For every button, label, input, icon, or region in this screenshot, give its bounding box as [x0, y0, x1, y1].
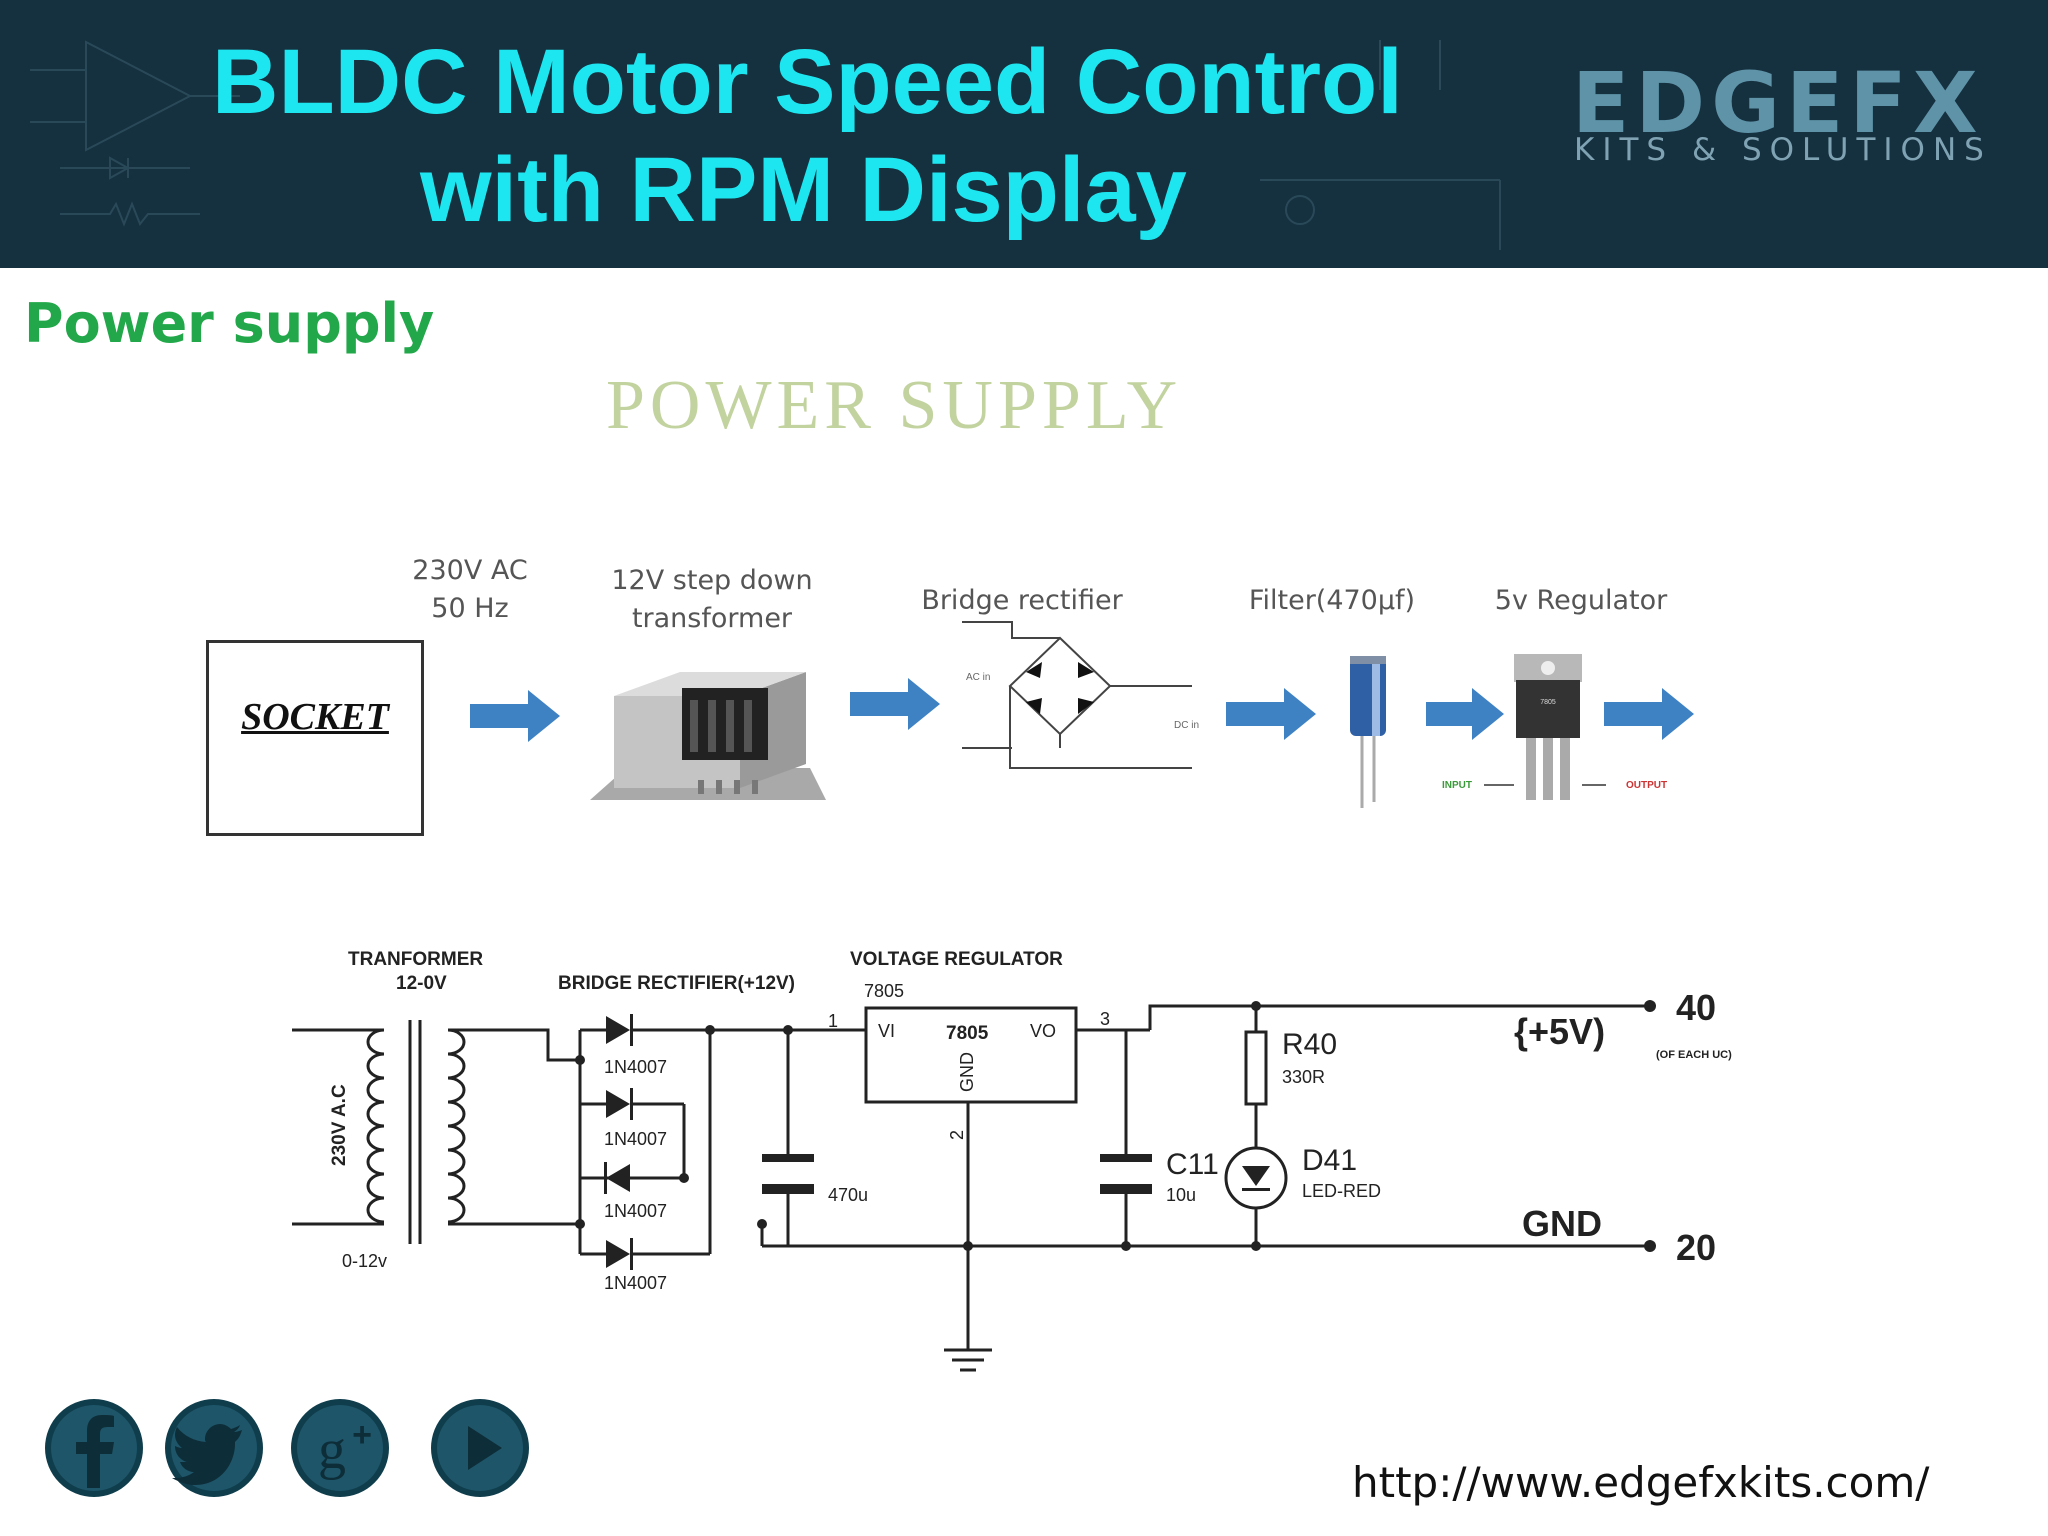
- transformer-title: TRANFORMER: [348, 949, 484, 970]
- resistor-value: 330R: [1282, 1067, 1326, 1087]
- diode-d4-label: 1N4007: [604, 1273, 668, 1293]
- dc-in-tag: DC in: [1174, 720, 1199, 731]
- logo-tagline: KITS & SOLUTIONS: [1574, 132, 1992, 168]
- svg-text:g: g: [318, 1419, 346, 1481]
- led-name: D41: [1302, 1144, 1358, 1177]
- voltage-regulator-title: VOLTAGE REGULATOR: [850, 949, 1063, 970]
- pin-vi-label: VI: [878, 1021, 896, 1041]
- regulator-label: 5v Regulator: [1494, 585, 1668, 616]
- twitter-icon[interactable]: [162, 1396, 266, 1500]
- regulator-chip-marking: 7805: [1540, 699, 1556, 706]
- led-value: LED-RED: [1302, 1181, 1382, 1201]
- secondary-voltage-label: 0-12v: [342, 1251, 388, 1271]
- socket-block: SOCKET: [206, 640, 424, 836]
- flow-arrow-2: [850, 678, 940, 730]
- bridge-rectifier-title: BRIDGE RECTIFIER(+12V): [558, 973, 796, 994]
- pin-40-label: 40: [1676, 987, 1717, 1028]
- header-banner: BLDC Motor Speed Control with RPM Displa…: [0, 0, 2048, 268]
- gnd-label: GND: [1522, 1203, 1602, 1244]
- regulator-part-label: 7805: [864, 981, 905, 1001]
- flow-arrow-3: [1226, 688, 1316, 740]
- transformer-label-line-2: transformer: [631, 603, 793, 634]
- website-link[interactable]: http://www.edgefxkits.com/: [1352, 1458, 1930, 1507]
- input-voltage-line: 230V AC: [412, 555, 528, 586]
- diode-d2-label: 1N4007: [604, 1129, 668, 1149]
- output-capacitor-name: C11: [1166, 1148, 1219, 1181]
- flow-arrow-5: [1604, 688, 1694, 740]
- google-plus-icon[interactable]: g +: [288, 1396, 392, 1500]
- input-frequency-line: 50 Hz: [431, 593, 509, 624]
- diagram-heading: POWER SUPPLY: [606, 367, 1183, 444]
- regulator-output-tag: OUTPUT: [1626, 780, 1667, 791]
- circuit-background-pattern: [30, 40, 1501, 250]
- diode-d1-label: 1N4007: [604, 1057, 668, 1077]
- pin-2-label: 2: [947, 1129, 967, 1140]
- socket-label: SOCKET: [241, 696, 389, 738]
- filter-label: Filter(470µf): [1248, 585, 1416, 616]
- pin-3-label: 3: [1100, 1009, 1111, 1029]
- transformer-label-line-1: 12V step down: [611, 565, 813, 596]
- edgefx-logo: EDGEFX: [1572, 54, 1984, 152]
- capacitor-icon: [1350, 656, 1386, 808]
- page-title-line-1: BLDC Motor Speed Control: [212, 31, 1403, 133]
- output-capacitor-value: 10u: [1166, 1185, 1197, 1205]
- input-voltage-label: 230V AC 50 Hz: [400, 552, 540, 628]
- input-capacitor-value: 470u: [828, 1185, 869, 1205]
- rectifier-label: Bridge rectifier: [921, 585, 1123, 616]
- youtube-play-icon[interactable]: [428, 1396, 532, 1500]
- ac-in-tag: AC in: [966, 672, 990, 683]
- transformer-icon: [590, 672, 826, 800]
- bridge-rectifier-icon: AC in DC in: [962, 621, 1199, 769]
- pin-note-label: (OF EACH UC): [1656, 1049, 1732, 1061]
- pin-1-label: 1: [828, 1011, 839, 1031]
- primary-voltage-label: 230V A.C: [329, 1084, 350, 1166]
- pin-vo-label: VO: [1030, 1021, 1057, 1041]
- svg-text:+: +: [352, 1416, 372, 1454]
- pin-20-label: 20: [1676, 1227, 1717, 1268]
- regulator-input-tag: INPUT: [1442, 780, 1472, 791]
- flow-arrow-1: [470, 690, 560, 742]
- flow-arrow-4: [1426, 688, 1504, 740]
- page-title-line-2: with RPM Display: [420, 139, 1187, 241]
- pin-gnd-label: GND: [957, 1052, 977, 1092]
- resistor-name: R40: [1282, 1028, 1338, 1061]
- vcc-label: {+5V): [1514, 1011, 1606, 1052]
- regulator-body-label: 7805: [946, 1023, 989, 1044]
- section-heading: Power supply: [24, 292, 435, 355]
- diode-d3-label: 1N4007: [604, 1201, 668, 1221]
- facebook-icon[interactable]: [42, 1396, 146, 1500]
- voltage-regulator-icon: 7805 INPUT OUTPUT: [1442, 654, 1667, 800]
- transformer-label: 12V step down transformer: [592, 562, 832, 638]
- transformer-rating: 12-0V: [396, 973, 447, 994]
